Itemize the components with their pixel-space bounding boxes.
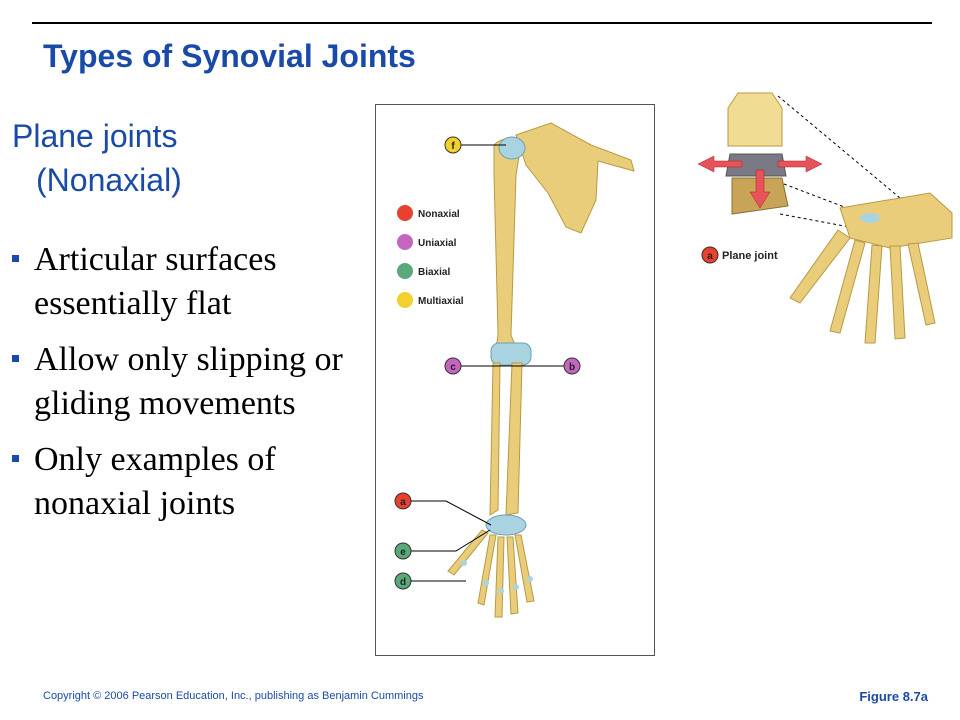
marker-e: e [394, 542, 412, 560]
legend-label-uniaxial: Uniaxial [418, 238, 457, 249]
inset-label: Plane joint [722, 250, 778, 262]
movement-arrows [697, 155, 823, 209]
figure-reference: Figure 8.7a [859, 689, 928, 704]
svg-text:b: b [569, 362, 575, 373]
bullet-square-icon [12, 355, 19, 362]
plane-joint-illustration: a Plane joint [697, 92, 953, 344]
legend-swatch-uniaxial [397, 234, 413, 250]
arm-illustration: Nonaxial Uniaxial Biaxial Multiaxial f c… [394, 122, 635, 618]
legend-swatch-biaxial [397, 263, 413, 279]
svg-text:c: c [450, 362, 456, 373]
slide-title: Types of Synovial Joints [43, 38, 416, 74]
top-rule [32, 22, 932, 24]
svg-text:a: a [400, 497, 406, 508]
bullet-item: Allow only slipping or gliding movements [12, 338, 362, 426]
ulna-shape [489, 362, 501, 516]
bullet-text: Only examples of nonaxial joints [34, 441, 276, 522]
svg-text:f: f [451, 141, 455, 152]
bullet-square-icon [12, 255, 19, 262]
shoulder-cartilage [498, 136, 526, 160]
bullet-text: Articular surfaces essentially flat [34, 241, 277, 322]
copyright-text: Copyright © 2006 Pearson Education, Inc.… [43, 690, 424, 702]
articular-surface [725, 153, 787, 177]
svg-text:e: e [400, 547, 406, 558]
leader-lines [410, 144, 566, 582]
bullet-square-icon [12, 455, 19, 462]
legend-swatch-nonaxial [397, 205, 413, 221]
subtitle-line-1: Plane joints [12, 118, 178, 154]
marker-a: a [394, 492, 412, 510]
bullet-text: Allow only slipping or gliding movements [34, 341, 343, 422]
marker-c: c [444, 357, 462, 375]
legend-label-nonaxial: Nonaxial [418, 209, 460, 220]
elbow-cartilage [490, 342, 532, 366]
scapula-shape [515, 122, 635, 234]
svg-text:d: d [400, 577, 406, 588]
subtitle: Plane joints (Nonaxial) [12, 114, 342, 202]
humerus-shape [490, 138, 528, 358]
subtitle-line-2: (Nonaxial) [36, 162, 182, 198]
hand-bones [447, 529, 535, 618]
legend-label-biaxial: Biaxial [418, 267, 450, 278]
radius-shape [505, 362, 523, 516]
marker-f: f [444, 136, 462, 154]
inset-marker-a [701, 246, 719, 264]
carpal-cartilage [860, 213, 880, 223]
arm-figure: Nonaxial Uniaxial Biaxial Multiaxial f c… [375, 104, 655, 656]
wrist-cartilage [485, 514, 527, 536]
legend-swatch-multiaxial [397, 292, 413, 308]
hand-illustration [789, 192, 953, 344]
bullet-item: Articular surfaces essentially flat [12, 238, 362, 326]
upper-bone-block [727, 92, 783, 147]
bullet-item: Only examples of nonaxial joints [12, 438, 362, 526]
bullet-list: Articular surfaces essentially flat Allo… [12, 238, 362, 538]
legend-label-multiaxial: Multiaxial [418, 296, 464, 307]
plane-joint-inset: a Plane joint [690, 88, 960, 350]
marker-b: b [563, 357, 581, 375]
finger-cartilage [461, 560, 533, 594]
inset-marker-letter: a [707, 251, 713, 262]
marker-d: d [394, 572, 412, 590]
